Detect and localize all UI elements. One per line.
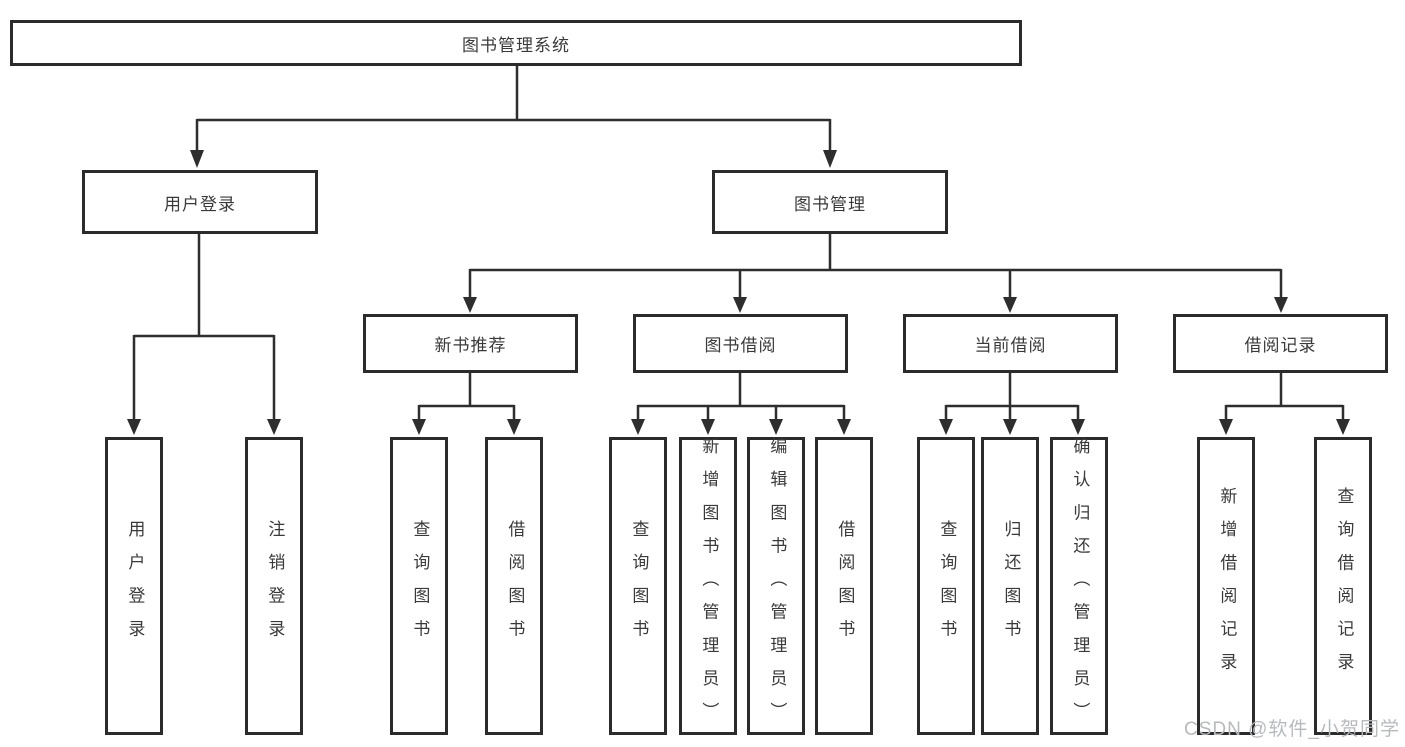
leaf-edit-books-admin: 编辑图书（管理员） [747,437,805,735]
node-label: 用户登录 [125,519,145,653]
node-user-login-branch: 用户登录 [82,170,318,234]
node-label: 查询图书 [629,519,649,653]
leaf-borrow-books: 借阅图书 [815,437,873,735]
node-label: 注销登录 [265,519,285,653]
node-borrow-records: 借阅记录 [1173,314,1388,373]
leaf-return-books: 归还图书 [981,437,1039,735]
node-label: 借阅图书 [505,519,525,653]
node-book-borrow: 图书借阅 [633,314,848,373]
leaf-add-books-admin: 新增图书（管理员） [679,437,737,735]
node-new-book-recommend: 新书推荐 [363,314,578,373]
leaf-borrow-books-recommend: 借阅图书 [485,437,543,735]
node-label: 查询图书 [410,519,430,653]
node-book-management-branch: 图书管理 [712,170,948,234]
node-label: 图书管理 [794,194,866,214]
leaf-query-borrow-record: 查询借阅记录 [1314,437,1372,735]
node-label: 确认归还（管理员） [1070,436,1090,736]
leaf-query-books-recommend: 查询图书 [390,437,448,735]
leaf-confirm-return-admin: 确认归还（管理员） [1050,437,1108,735]
node-label: 新增借阅记录 [1217,486,1237,686]
leaf-query-books-current: 查询图书 [917,437,975,735]
leaf-query-books-borrow: 查询图书 [609,437,667,735]
leaf-user-login: 用户登录 [105,437,163,735]
node-label: 借阅记录 [1244,336,1317,355]
node-system-root: 图书管理系统 [10,20,1022,66]
node-label: 归还图书 [1001,519,1021,653]
node-label: 图书借阅 [704,336,777,355]
node-label: 图书管理系统 [462,35,570,55]
node-label: 借阅图书 [835,519,855,653]
node-label: 用户登录 [164,194,236,214]
node-label: 查询借阅记录 [1334,486,1354,686]
csdn-watermark: CSDN @软件_小贺同学 [1184,719,1400,740]
node-label: 新书推荐 [434,336,507,355]
node-label: 编辑图书（管理员） [767,436,787,736]
node-label: 查询图书 [937,519,957,653]
tree-edges [132,64,1345,420]
node-current-borrow: 当前借阅 [903,314,1118,373]
node-label: 当前借阅 [974,336,1047,355]
node-label: 新增图书（管理员） [699,436,719,736]
leaf-add-borrow-record: 新增借阅记录 [1197,437,1255,735]
leaf-logout: 注销登录 [245,437,303,735]
